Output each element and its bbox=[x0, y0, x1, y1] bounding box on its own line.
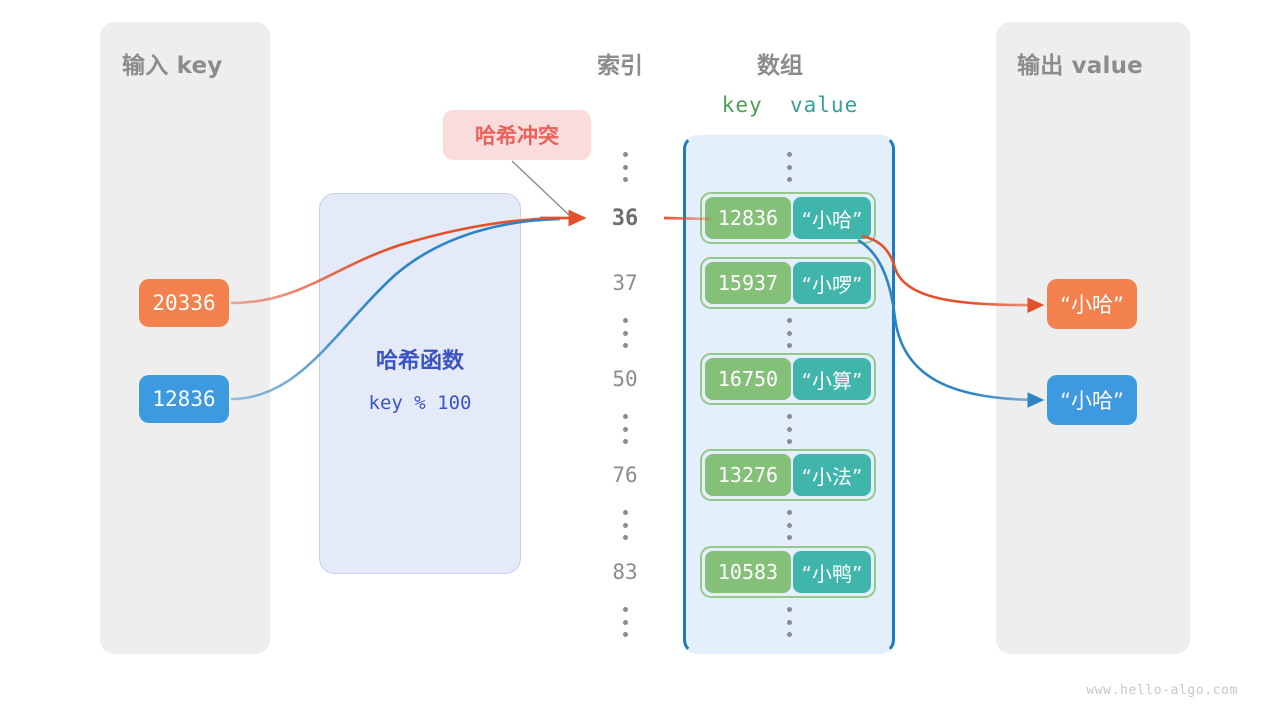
array-ellipsis bbox=[782, 152, 796, 182]
index-label-83: 83 bbox=[612, 560, 638, 584]
output-value-panel bbox=[996, 22, 1190, 654]
input-key-panel bbox=[100, 22, 270, 654]
bucket-value-cell: “小算” bbox=[793, 358, 871, 400]
bucket-key-cell: 10583 bbox=[705, 551, 791, 593]
bucket-row[interactable]: 13276“小法” bbox=[700, 449, 876, 501]
bucket-value-cell: “小啰” bbox=[793, 262, 871, 304]
bucket-row[interactable]: 10583“小鸭” bbox=[700, 546, 876, 598]
output-value-chip[interactable]: “小哈” bbox=[1047, 375, 1137, 425]
watermark: www.hello-algo.com bbox=[1086, 683, 1238, 698]
output-value-chip[interactable]: “小哈” bbox=[1047, 279, 1137, 329]
index-column-heading: 索引 bbox=[597, 53, 643, 79]
index-ellipsis bbox=[618, 510, 632, 540]
bucket-value-cell: “小鸭” bbox=[793, 551, 871, 593]
bucket-value-cell: “小哈” bbox=[793, 197, 871, 239]
hash-collision-badge: 哈希冲突 bbox=[443, 110, 591, 160]
index-ellipsis bbox=[618, 152, 632, 182]
bucket-value-cell: “小法” bbox=[793, 454, 871, 496]
key-heading-label: key bbox=[721, 93, 763, 117]
input-key-chip[interactable]: 20336 bbox=[139, 279, 229, 327]
array-ellipsis bbox=[782, 510, 796, 540]
index-column: 36 37 50 76 83 bbox=[585, 135, 665, 654]
bucket-key-cell: 16750 bbox=[705, 358, 791, 400]
index-label-76: 76 bbox=[612, 463, 638, 487]
output-panel-title: 输出 value bbox=[1017, 53, 1143, 79]
input-panel-title: 输入 key bbox=[122, 53, 223, 79]
bucket-row[interactable]: 16750“小算” bbox=[700, 353, 876, 405]
hash-function-box bbox=[319, 193, 521, 574]
index-label-37: 37 bbox=[612, 271, 638, 295]
array-ellipsis bbox=[782, 414, 796, 444]
index-ellipsis bbox=[618, 607, 632, 637]
bucket-row[interactable]: 15937“小啰” bbox=[700, 257, 876, 309]
index-ellipsis bbox=[618, 414, 632, 444]
input-key-chip[interactable]: 12836 bbox=[139, 375, 229, 423]
bucket-row[interactable]: 12836“小哈” bbox=[700, 192, 876, 244]
bucket-key-cell: 15937 bbox=[705, 262, 791, 304]
index-label-36: 36 bbox=[611, 206, 639, 231]
bucket-key-cell: 12836 bbox=[705, 197, 791, 239]
index-ellipsis bbox=[618, 318, 632, 348]
hash-function-title: 哈希函数 bbox=[375, 349, 464, 374]
bucket-key-cell: 13276 bbox=[705, 454, 791, 496]
array-ellipsis bbox=[782, 318, 796, 348]
value-heading-label: value bbox=[790, 93, 859, 117]
array-ellipsis bbox=[782, 607, 796, 637]
index-label-50: 50 bbox=[612, 367, 638, 391]
hash-function-formula: key % 100 bbox=[368, 392, 472, 414]
key-value-heading: key value bbox=[685, 93, 895, 117]
array-column-heading: 数组 bbox=[757, 53, 803, 79]
